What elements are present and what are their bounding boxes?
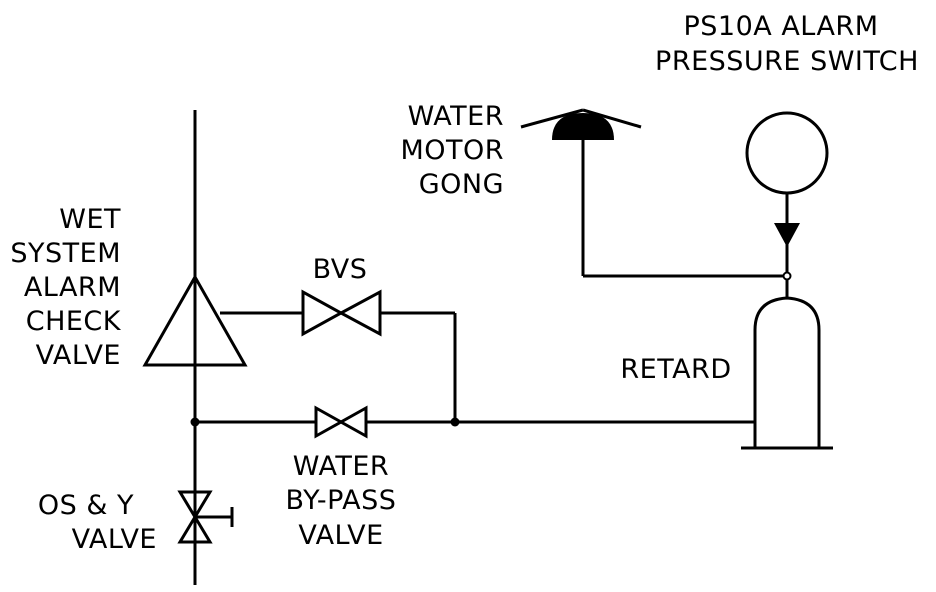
gong-label-line: WATER [408, 101, 504, 132]
gong-label-line: MOTOR [400, 135, 504, 166]
water-motor-gong-label: WATER MOTOR GONG [400, 101, 504, 200]
junction-dot [450, 417, 460, 427]
osy-label-line: VALVE [72, 524, 157, 555]
osy-valve-top [177, 490, 213, 520]
bvs-label: BVS [313, 254, 368, 285]
check-valve-label-line: SYSTEM [10, 238, 121, 269]
alarm-check-valve-symbol [142, 273, 248, 367]
check-valve-label-line: WET [59, 204, 121, 235]
pressure-switch-label: PS10A ALARM PRESSURE SWITCH [655, 11, 919, 77]
check-valve-label: WET SYSTEM ALARM CHECK VALVE [10, 204, 121, 371]
check-valve-label-line: CHECK [26, 306, 122, 337]
connection-node [782, 271, 792, 281]
osy-label-line: OS & Y [38, 490, 134, 521]
pressure-switch-label-line: PS10A ALARM [684, 11, 879, 42]
osy-valve-label: OS & Y VALVE [38, 490, 157, 555]
pressure-switch-symbol [745, 111, 829, 195]
bypass-valve-left [314, 405, 345, 439]
bvs-valve-left [301, 289, 345, 337]
pressure-switch-label-line: PRESSURE SWITCH [655, 46, 919, 77]
gong-roof-left [520, 108, 584, 129]
gong-roof-right [582, 108, 642, 129]
gong-bell-icon [552, 113, 614, 140]
junction-dot [190, 417, 200, 427]
flow-arrow-icon [774, 223, 800, 247]
retard-label: RETARD [620, 354, 731, 385]
bypass-valve-label: WATER BY-PASS VALVE [286, 451, 397, 551]
retard-chamber [753, 296, 821, 448]
gong-label-line: GONG [419, 169, 504, 200]
bypass-label-line: VALVE [298, 520, 383, 551]
check-valve-label-line: VALVE [36, 340, 121, 371]
bvs-valve-right [337, 289, 382, 337]
osy-valve-bottom [177, 514, 213, 544]
bypass-label-line: BY-PASS [286, 485, 397, 516]
bypass-label-line: WATER [293, 451, 389, 482]
bypass-valve-right [337, 405, 368, 439]
check-valve-label-line: ALARM [24, 272, 121, 303]
